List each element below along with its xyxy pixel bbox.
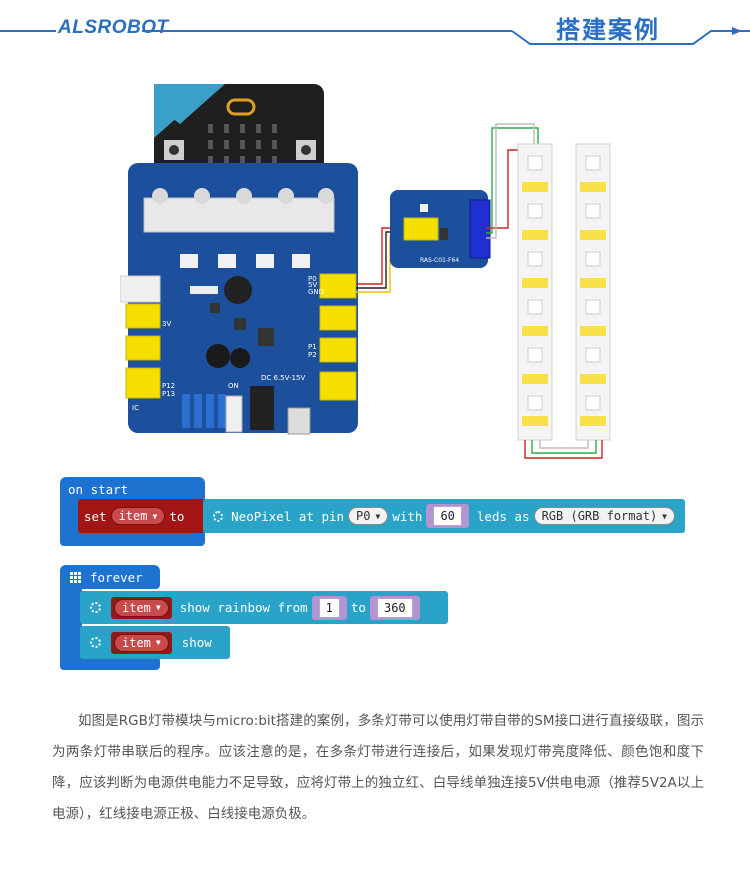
section-title: 搭建案例 bbox=[556, 16, 660, 44]
neopixel-label: NeoPixel at pin bbox=[231, 508, 345, 524]
to-value-slot: 360 bbox=[369, 595, 420, 620]
variable-dropdown[interactable]: item ▼ bbox=[110, 507, 166, 525]
description-paragraph: 如图是RGB灯带模块与micro:bit搭建的案例，多条灯带可以使用灯带自带的S… bbox=[52, 713, 704, 822]
on-start-block[interactable]: on start set item ▼ to NeoPixel at pin P0… bbox=[60, 477, 690, 547]
variable-dropdown[interactable]: item ▼ bbox=[114, 633, 169, 652]
variable-dropdown[interactable]: item ▼ bbox=[114, 598, 169, 617]
sm-adapter: RAS-C01-F64 bbox=[390, 190, 491, 268]
neopixel-icon bbox=[90, 637, 101, 648]
show-rainbow-label: show rainbow from bbox=[179, 600, 308, 615]
forever-text: forever bbox=[90, 570, 143, 585]
grid-icon bbox=[70, 572, 82, 583]
show-label: show bbox=[181, 635, 212, 650]
header-rule-middle bbox=[142, 30, 512, 32]
chevron-down-icon: ▼ bbox=[155, 603, 161, 612]
svg-text:P2: P2 bbox=[308, 351, 317, 359]
pin-value: P0 bbox=[356, 509, 371, 523]
chevron-down-icon: ▼ bbox=[662, 511, 667, 521]
led-strip-1 bbox=[517, 143, 553, 441]
header-tab-outline bbox=[511, 27, 750, 45]
led-strip-2 bbox=[575, 143, 611, 441]
from-value-slot: 1 bbox=[311, 595, 347, 620]
pin-dropdown[interactable]: P0 ▼ bbox=[348, 507, 389, 525]
led-count-slot: 60 bbox=[426, 504, 469, 528]
expansion-board: IC DC 6.5V-15V ON P0 P1 P2 GND 5V 3V P12… bbox=[120, 163, 358, 435]
led-count-input[interactable]: 60 bbox=[433, 506, 462, 526]
header-rule-left bbox=[0, 30, 56, 32]
format-dropdown[interactable]: RGB (GRB format) ▼ bbox=[533, 507, 675, 525]
show-statement[interactable]: item ▼ show bbox=[80, 626, 230, 659]
brand-logo: ALSROBOT bbox=[58, 17, 169, 38]
svg-text:5V: 5V bbox=[308, 281, 317, 289]
neopixel-icon bbox=[213, 510, 224, 522]
svg-text:P13: P13 bbox=[162, 390, 175, 398]
neopixel-create-block[interactable]: NeoPixel at pin P0 ▼ with 60 leds as RGB … bbox=[203, 499, 685, 533]
svg-text:ON: ON bbox=[228, 382, 239, 390]
svg-text:3V: 3V bbox=[162, 320, 171, 328]
svg-text:GND: GND bbox=[308, 288, 324, 296]
svg-text:P12: P12 bbox=[162, 382, 175, 390]
svg-text:P0: P0 bbox=[308, 275, 317, 283]
hardware-illustration: IC DC 6.5V-15V ON P0 P1 P2 GND 5V 3V P12… bbox=[120, 84, 611, 459]
forever-label: forever bbox=[70, 570, 143, 585]
set-keyword: set bbox=[84, 508, 107, 524]
svg-text:IC: IC bbox=[132, 404, 139, 412]
on-start-label: on start bbox=[68, 482, 129, 497]
forever-hat bbox=[60, 565, 82, 670]
variable-name: item bbox=[122, 635, 151, 650]
svg-text:P1: P1 bbox=[308, 343, 317, 351]
format-value: RGB (GRB format) bbox=[541, 509, 658, 523]
to-value-input[interactable]: 360 bbox=[376, 597, 413, 618]
show-rainbow-statement[interactable]: item ▼ show rainbow from 1 to 360 bbox=[80, 591, 448, 624]
strip-variable-slot: item ▼ bbox=[111, 631, 172, 654]
chevron-down-icon: ▼ bbox=[152, 511, 158, 521]
with-keyword: with bbox=[392, 508, 423, 524]
chevron-down-icon: ▼ bbox=[375, 511, 381, 521]
leds-as-label: leds as bbox=[476, 508, 530, 524]
forever-block[interactable]: forever item ▼ show rainbow from 1 to 360… bbox=[60, 565, 460, 671]
neopixel-icon bbox=[90, 602, 101, 613]
svg-text:DC 6.5V-15V: DC 6.5V-15V bbox=[261, 374, 305, 382]
to-keyword: to bbox=[350, 600, 366, 615]
svg-text:RAS-C01-F64: RAS-C01-F64 bbox=[420, 257, 459, 264]
variable-name: item bbox=[118, 509, 148, 523]
from-value-input[interactable]: 1 bbox=[318, 597, 340, 618]
set-variable-statement[interactable]: set item ▼ to bbox=[78, 499, 204, 533]
strip-variable-slot: item ▼ bbox=[111, 596, 172, 619]
variable-name: item bbox=[122, 600, 151, 615]
to-keyword: to bbox=[169, 508, 185, 524]
chevron-down-icon: ▼ bbox=[155, 638, 161, 647]
